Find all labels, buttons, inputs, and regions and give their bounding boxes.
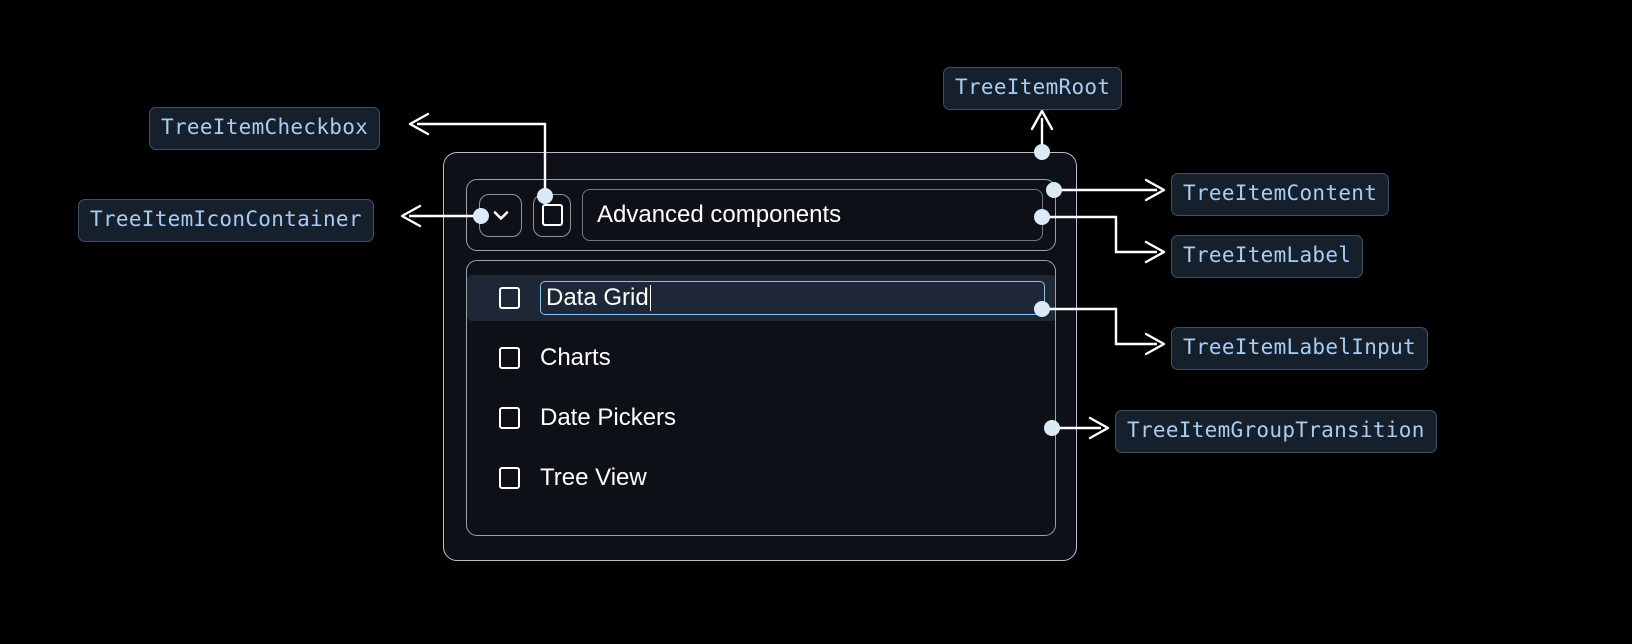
arrowhead-tree-item-content — [1144, 178, 1166, 202]
arrowhead-tree-item-root — [1030, 109, 1054, 131]
checkbox-unchecked-icon[interactable] — [499, 287, 520, 309]
annotation-chip-tree-item-checkbox: TreeItemCheckbox — [149, 107, 381, 150]
annotation-chip-tree-item-label: TreeItemLabel — [1171, 235, 1364, 278]
tree-item-label-input[interactable]: Data Grid — [540, 281, 1045, 315]
tree-item-group-transition: Data Grid Charts Date Pickers Tree View — [466, 260, 1056, 536]
tree-item-label-text: Tree View — [540, 464, 647, 491]
tree-item-label-input-value: Data Grid — [546, 284, 649, 311]
checkbox-unchecked-icon[interactable] — [499, 347, 520, 369]
annotation-chip-tree-item-group-transition: TreeItemGroupTransition — [1115, 410, 1437, 453]
text-caret — [649, 285, 652, 311]
tree-item-label-text: Date Pickers — [540, 404, 677, 431]
tree-item-label[interactable]: Advanced components — [582, 189, 1043, 241]
arrowhead-tree-item-icon-container — [400, 204, 422, 228]
tree-item-child-row[interactable]: Charts — [467, 335, 1055, 381]
tree-item-label-text: Advanced components — [597, 201, 842, 228]
tree-item-root[interactable]: Advanced components Data Grid Charts Dat… — [443, 152, 1077, 561]
chevron-down-icon — [488, 202, 514, 228]
tree-item-child-row[interactable]: Data Grid — [467, 275, 1055, 321]
arrowhead-tree-item-label-input — [1144, 332, 1166, 356]
annotation-chip-tree-item-label-input: TreeItemLabelInput — [1171, 327, 1428, 370]
checkbox-unchecked-icon[interactable] — [499, 467, 520, 489]
tree-item-label-text: Charts — [540, 344, 611, 371]
annotation-chip-tree-item-icon-container: TreeItemIconContainer — [78, 199, 374, 242]
checkbox-unchecked-icon — [541, 204, 563, 226]
checkbox-unchecked-icon[interactable] — [499, 407, 520, 429]
annotation-chip-tree-item-root: TreeItemRoot — [943, 67, 1123, 110]
arrowhead-tree-item-group-transition — [1088, 416, 1110, 440]
arrowhead-tree-item-label — [1144, 240, 1166, 264]
tree-item-content[interactable]: Advanced components — [466, 179, 1056, 251]
annotation-chip-tree-item-content: TreeItemContent — [1171, 173, 1390, 216]
tree-item-child-row[interactable]: Date Pickers — [467, 395, 1055, 441]
tree-item-checkbox[interactable] — [533, 193, 571, 237]
arrowhead-tree-item-checkbox — [408, 112, 430, 136]
tree-item-child-row[interactable]: Tree View — [467, 455, 1055, 501]
tree-item-icon-container[interactable] — [479, 193, 522, 237]
